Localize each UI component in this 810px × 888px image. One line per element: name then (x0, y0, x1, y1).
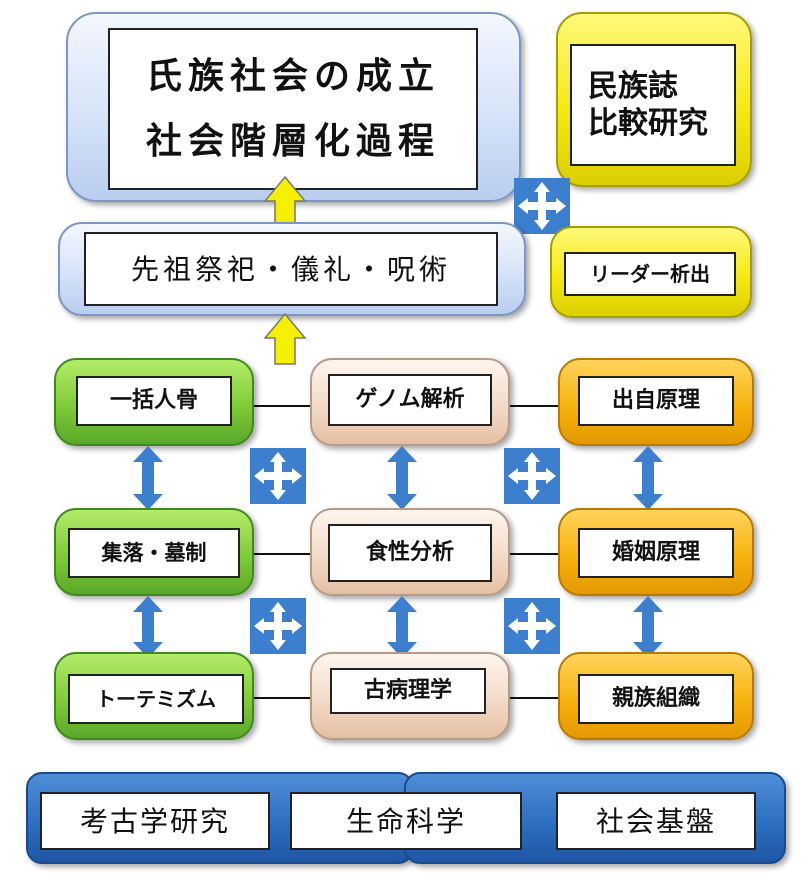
connector-line (508, 405, 560, 407)
ritual-label: 先祖祭祀・儀礼・呪術 (130, 252, 451, 286)
cross-connector-icon (504, 598, 560, 654)
title-line1: 氏族社会の成立 (145, 56, 440, 97)
connector-line (508, 697, 560, 699)
ritual-box: 先祖祭祀・儀礼・呪術 (58, 222, 526, 316)
ethnography-line2: 比較研究 (588, 106, 708, 141)
marriage-label: 婚姻原理 (611, 540, 700, 566)
paleopathology-panel: 古病理学 (330, 668, 486, 714)
genome-panel: ゲノム解析 (328, 374, 492, 426)
kinship-label: 親族組織 (611, 686, 700, 712)
connector-line (250, 553, 312, 555)
connector-line (250, 405, 312, 407)
double-arrow-icon (387, 446, 417, 510)
cross-connector-icon (504, 448, 560, 504)
cross-connector-icon (514, 178, 570, 234)
title-line2: 社会階層化過程 (145, 121, 440, 162)
marriage-box: 婚姻原理 (558, 508, 754, 596)
descent-panel: 出自原理 (578, 376, 734, 426)
settlement-label: 集落・墓制 (101, 540, 207, 565)
connector-line (508, 553, 560, 555)
double-arrow-icon (633, 596, 663, 658)
title-box: 氏族社会の成立 社会階層化過程 (66, 12, 521, 202)
totemism-box: トーテミズム (54, 652, 254, 740)
up-arrow-icon (263, 175, 307, 228)
paleopathology-box: 古病理学 (310, 652, 510, 740)
leader-box: リーダー析出 (550, 226, 752, 318)
title-panel: 氏族社会の成立 社会階層化過程 (108, 28, 478, 190)
life-science-label: 生命科学 (345, 804, 466, 838)
genome-box: ゲノム解析 (310, 358, 510, 446)
cross-connector-icon (250, 598, 306, 654)
leader-label: リーダー析出 (590, 261, 710, 286)
bulk-bones-panel: 一括人骨 (76, 376, 232, 426)
ethnography-panel: 民族誌 比較研究 (570, 44, 736, 166)
archaeology-panel: 考古学研究 (40, 792, 270, 850)
diet-label: 食性分析 (365, 540, 454, 566)
double-arrow-icon (387, 596, 417, 658)
kinship-box: 親族組織 (558, 652, 754, 740)
leader-panel: リーダー析出 (564, 252, 736, 296)
ethnography-line1: 民族誌 (588, 68, 678, 104)
descent-label: 出自原理 (611, 388, 700, 414)
ethnography-box: 民族誌 比較研究 (556, 12, 752, 187)
double-arrow-icon (133, 596, 163, 658)
life-science-panel: 生命科学 (290, 792, 522, 850)
genome-label: ゲノム解析 (355, 387, 465, 413)
diet-box: 食性分析 (310, 508, 510, 596)
social-infra-panel: 社会基盤 (556, 792, 756, 850)
marriage-panel: 婚姻原理 (578, 528, 734, 578)
double-arrow-icon (133, 446, 163, 510)
bulk-bones-label: 一括人骨 (109, 388, 198, 414)
settlement-panel: 集落・墓制 (68, 528, 240, 578)
archaeology-label: 考古学研究 (79, 804, 230, 838)
ritual-panel: 先祖祭祀・儀礼・呪術 (84, 232, 498, 306)
cross-connector-icon (250, 448, 306, 504)
paleopathology-label: 古病理学 (363, 678, 452, 704)
totemism-label: トーテミズム (96, 686, 216, 711)
social-infra-label: 社会基盤 (595, 804, 716, 838)
totemism-panel: トーテミズム (68, 674, 244, 724)
kinship-panel: 親族組織 (578, 674, 734, 724)
bulk-bones-box: 一括人骨 (54, 358, 254, 446)
double-arrow-icon (633, 446, 663, 510)
up-arrow-icon (263, 312, 307, 365)
connector-line (250, 697, 312, 699)
descent-box: 出自原理 (558, 358, 754, 446)
settlement-box: 集落・墓制 (54, 508, 254, 596)
diet-panel: 食性分析 (328, 524, 492, 582)
